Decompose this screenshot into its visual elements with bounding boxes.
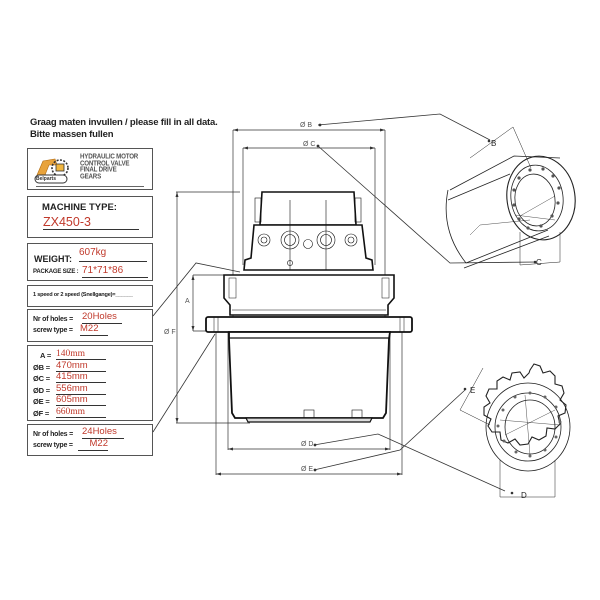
dimension-row-a: A = 140mm xyxy=(33,349,148,361)
package-size-label: PACKAGE SIZE : xyxy=(33,269,79,275)
dimension-value-a[interactable]: 140mm xyxy=(56,349,106,360)
dimension-value-d[interactable]: 556mm xyxy=(56,383,106,395)
product-line-gears: GEARS xyxy=(80,172,102,181)
holes-bottom-nr-label: Nr of holes = xyxy=(33,431,73,438)
holes-top-nr-label: Nr of holes = xyxy=(33,316,73,323)
dimension-labels: Ø B Ø C Ø D Ø E Ø F A xyxy=(164,122,315,473)
label-sprocket-d: D xyxy=(521,491,527,500)
motor-drawing xyxy=(205,191,413,423)
label-dia-e: Ø E xyxy=(301,466,313,473)
machine-type-box: MACHINE TYPE: ZX450-3 xyxy=(27,196,153,238)
dimension-label: ØC = xyxy=(33,374,50,383)
label-hub-c: C xyxy=(536,258,542,267)
label-dia-d: Ø D xyxy=(301,441,313,448)
holes-bottom-screw-value[interactable]: M22 xyxy=(78,438,108,451)
holes-bottom-screw-label: screw type = xyxy=(33,442,73,449)
dimension-row-d: ØD = 556mm xyxy=(33,383,148,396)
product-line-hydraulic-motor: HYDRAULIC MOTOR xyxy=(80,152,139,161)
speed-box: 1 speed or 2 speed (Snellgange)=______ xyxy=(27,285,153,307)
dimension-row-e: ØE = 605mm xyxy=(33,395,148,407)
holes-top-box: Nr of holes = 20Holes screw type = M22 xyxy=(27,309,153,342)
excavator-logo-icon xyxy=(34,158,69,184)
sprocket-labels: E D xyxy=(470,386,527,500)
sprocket-bolt-holes xyxy=(496,391,562,458)
weight-box: WEIGHT: 607kg PACKAGE SIZE : 71*71*86 xyxy=(27,243,153,281)
hub-labels: B C xyxy=(491,139,542,267)
dimension-label: ØF = xyxy=(33,408,50,418)
dimension-label: ØD = xyxy=(33,385,50,395)
holes-top-screw-label: screw type = xyxy=(33,327,73,334)
dimensions-list: A = 140mm ØB = 470mm ØC = 415mm ØD = 556… xyxy=(33,349,148,418)
dimension-label: ØE = xyxy=(33,397,50,406)
package-size-value[interactable]: 71*71*86 xyxy=(82,265,148,278)
brand-box: Belparts HYDRAULIC MOTOR CONTROL VALVE F… xyxy=(27,148,153,190)
dimension-row-b: ØB = 470mm xyxy=(33,360,148,373)
label-a: A xyxy=(185,298,190,305)
machine-type-value[interactable]: ZX450-3 xyxy=(43,215,139,230)
instruction-line-1: Graag maten invullen / please fill in al… xyxy=(30,117,218,128)
dimensions-box: A = 140mm ØB = 470mm ØC = 415mm ØD = 556… xyxy=(27,345,153,421)
hub-bolt-holes xyxy=(512,167,561,230)
holes-top-nr-value[interactable]: 20Holes xyxy=(82,311,122,324)
speed-field[interactable]: 1 speed or 2 speed (Snellgange)=______ xyxy=(33,292,133,298)
dimension-row-c: ØC = 415mm xyxy=(33,372,148,384)
hub-iso-drawing xyxy=(445,126,576,269)
product-line-final-drive: FINAL DRIVE xyxy=(80,165,117,174)
dimension-value-c[interactable]: 415mm xyxy=(56,372,106,383)
label-sprocket-e: E xyxy=(470,386,475,395)
leader-lines xyxy=(152,113,538,492)
instruction-line-2: Bitte massen fullen xyxy=(30,129,114,140)
arrow-heads xyxy=(175,128,402,476)
holes-bottom-nr-value[interactable]: 24Holes xyxy=(82,426,124,439)
label-dia-b: Ø B xyxy=(300,122,312,129)
dimension-value-e[interactable]: 605mm xyxy=(56,395,106,406)
machine-type-label: MACHINE TYPE: xyxy=(42,202,117,213)
dimension-label: A = xyxy=(40,351,52,360)
weight-value[interactable]: 607kg xyxy=(79,247,147,262)
sprocket-iso-drawing xyxy=(459,363,571,498)
label-dia-f: Ø F xyxy=(164,329,176,336)
logo-text: Belparts xyxy=(36,175,57,182)
dimension-value-f[interactable]: 660mm xyxy=(56,407,106,418)
holes-top-screw-value[interactable]: M22 xyxy=(80,323,108,336)
brand-underline xyxy=(36,186,144,187)
holes-bottom-box: Nr of holes = 24Holes screw type = M22 xyxy=(27,424,153,456)
dimension-label: ØB = xyxy=(33,362,50,372)
dimension-row-f: ØF = 660mm xyxy=(33,407,148,419)
product-line-control-valve: CONTROL VALVE xyxy=(80,159,130,168)
label-dia-c: Ø C xyxy=(303,141,315,148)
dimension-value-b[interactable]: 470mm xyxy=(56,360,106,372)
leader-dots xyxy=(313,123,537,495)
weight-label: WEIGHT: xyxy=(34,254,72,264)
dimension-lines xyxy=(176,129,403,475)
label-hub-b: B xyxy=(491,139,496,148)
